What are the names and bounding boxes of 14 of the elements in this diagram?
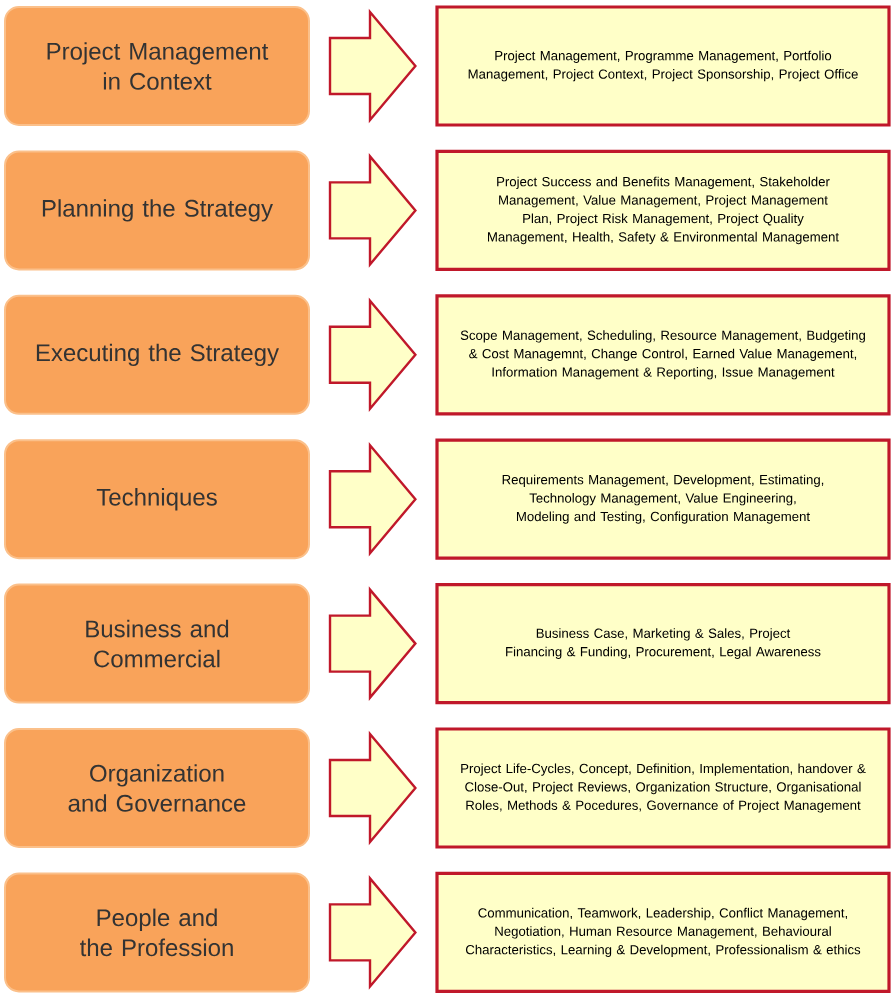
block-arrow	[328, 297, 417, 413]
block-arrow	[328, 730, 417, 846]
topic-box: People and the Profession	[4, 872, 310, 993]
topic-box: Business and Commercial	[4, 583, 310, 704]
block-arrow	[328, 875, 417, 990]
topic-box: Planning the Strategy	[4, 150, 310, 271]
block-arrow	[328, 153, 417, 268]
block-arrow	[328, 441, 417, 557]
topic-box: Executing the Strategy	[4, 294, 310, 415]
block-arrow	[328, 8, 417, 124]
topic-box: Techniques	[4, 439, 310, 560]
topic-box: Organization and Governance	[4, 728, 310, 848]
topic-box: Project Management in Context	[4, 6, 310, 126]
block-arrow	[328, 586, 417, 701]
